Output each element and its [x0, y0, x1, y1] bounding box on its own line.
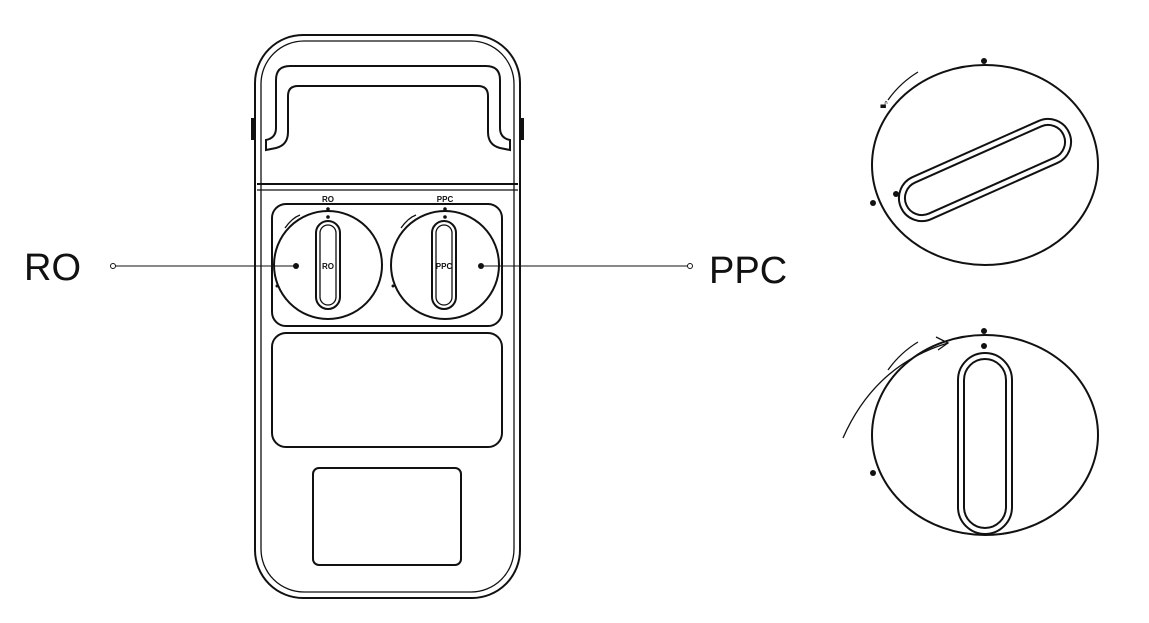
callout-ro: RO	[24, 247, 296, 289]
knob-ppc[interactable]: PPC	[390, 207, 500, 320]
knob-ppc-label: PPC	[436, 262, 453, 271]
callout-ppc-label: PPC	[709, 250, 787, 292]
rotate-arrow-icon	[842, 342, 949, 439]
knob-left-heading: RO	[322, 195, 334, 204]
bottom-panel	[312, 467, 462, 566]
unlock-icon: 🔓︎	[880, 97, 888, 111]
device-body	[251, 34, 524, 599]
knob-ro[interactable]: RO	[273, 207, 383, 320]
callout-ro-label: RO	[24, 247, 81, 289]
knob-detail-diagonal: 🔓︎	[870, 58, 1099, 266]
callout-ppc: PPC	[481, 250, 787, 292]
knob-ro-label: RO	[322, 262, 334, 271]
knob-panel	[271, 203, 503, 327]
handle[interactable]	[265, 65, 511, 152]
lower-panel	[271, 332, 503, 448]
knob-detail-vertical	[842, 328, 1099, 536]
knob-right-heading: PPC	[437, 195, 454, 204]
